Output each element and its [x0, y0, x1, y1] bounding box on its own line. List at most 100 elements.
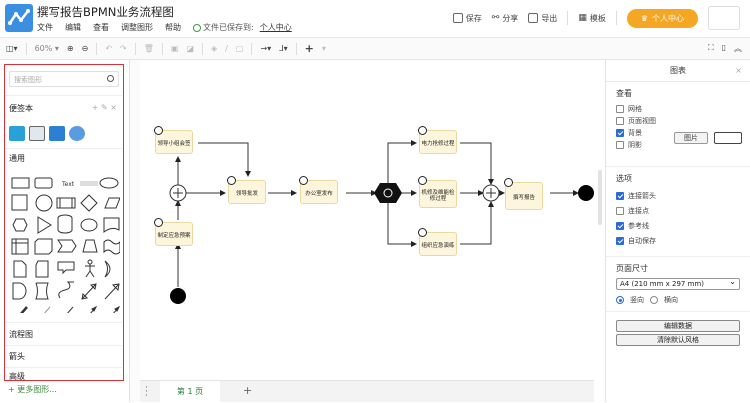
search-input[interactable]: 搜索图形 [9, 71, 119, 87]
delete-icon[interactable]: 🗑 [143, 44, 154, 53]
fill-color-icon[interactable]: ◈ [211, 44, 218, 53]
task-node[interactable]: 机修及维能检修过程 [418, 176, 457, 208]
checkbox[interactable] [616, 105, 624, 113]
end-event [578, 185, 594, 201]
menu-bar: 文件 编辑 查看 调整图形 帮助 文件已保存到: 个人中心 [37, 22, 292, 33]
server-icon[interactable] [49, 126, 65, 141]
toolbar-right: ⛶ ▯ ︽ [708, 43, 742, 54]
panel-splitter[interactable] [130, 60, 140, 402]
connection-points-checkbox[interactable]: 连接点 [616, 203, 740, 218]
task-node[interactable]: 制定应急预案 [154, 218, 193, 246]
checkbox[interactable] [616, 221, 624, 230]
landscape-radio[interactable] [650, 296, 658, 304]
network-icon[interactable] [69, 126, 85, 141]
more-vertical-icon[interactable]: ··· [145, 383, 148, 401]
template-button[interactable]: ▦模板 [578, 13, 606, 24]
background-color-button[interactable] [714, 132, 742, 144]
portrait-radio[interactable] [616, 296, 624, 304]
task-label: 制定应急预案 [157, 233, 191, 239]
add-icon[interactable]: + [91, 103, 99, 112]
line-color-icon[interactable]: ∕ [225, 44, 228, 53]
crown-icon: ♛ [640, 13, 648, 23]
avatar[interactable] [708, 6, 740, 30]
vip-button[interactable]: ♛个人中心 [626, 8, 698, 28]
close-icon[interactable]: × [735, 66, 742, 75]
shadow-checkbox[interactable]: 阴影 [616, 139, 740, 151]
orientation-radios: 竖向 横向 [616, 295, 740, 305]
task-label: 撰写报告 [512, 195, 535, 201]
task-node[interactable]: 领导批发 [227, 176, 266, 204]
menu-help[interactable]: 帮助 [165, 23, 181, 32]
format-panel-icon[interactable]: ▯ [721, 43, 726, 52]
top-actions: 保存 ⚯分享 导出 ▦模板 ♛个人中心 [452, 6, 740, 30]
edit-data-button[interactable]: 编辑数据 [616, 320, 740, 332]
document-title[interactable]: 撰写报告BPMN业务流程图 [37, 5, 174, 19]
save-location-link[interactable]: 个人中心 [259, 23, 292, 32]
task-node[interactable]: 领导小组会签 [154, 126, 193, 154]
checkbox[interactable] [616, 141, 624, 149]
collapse-icon[interactable]: ︽ [734, 44, 742, 53]
section-label: 流程图 [9, 330, 33, 339]
section-advanced[interactable]: 高级 [9, 371, 25, 382]
undo-icon[interactable]: ↶ [105, 44, 113, 53]
to-back-icon[interactable]: ◪ [186, 44, 195, 53]
edit-icon[interactable]: ✎ [101, 103, 108, 112]
checkbox[interactable] [616, 129, 624, 137]
computer-icon[interactable] [29, 126, 45, 141]
section-flowchart[interactable]: 流程图 [9, 329, 33, 340]
background-image-button[interactable]: 图片 [674, 132, 708, 144]
save-button[interactable]: 保存 [452, 13, 482, 24]
insert-dropdown-icon[interactable]: ▾ [321, 44, 326, 53]
shadow-icon[interactable]: ▢ [235, 44, 244, 53]
checkbox-label: 阴影 [628, 141, 642, 149]
zoom-in-icon[interactable]: ⊕ [66, 44, 74, 53]
section-arrows[interactable]: 箭头 [9, 351, 25, 362]
section-scratchpad[interactable]: 便签本 [9, 103, 33, 114]
page-size-select[interactable]: A4 (210 mm x 297 mm) [616, 277, 740, 290]
check-circle-icon [193, 23, 201, 32]
general-shapes-grid[interactable]: Text [10, 173, 120, 313]
section-general[interactable]: 通用 [9, 153, 25, 164]
zoom-out-icon[interactable]: ⊖ [81, 44, 89, 53]
export-button[interactable]: 导出 [528, 13, 557, 24]
diagram-canvas[interactable]: 领导小组会签 制定应急预案 领导批发 办公室发布 电力抢修过程 机修及维能检修过… [140, 60, 594, 380]
layout-icon[interactable]: ◫▾ [6, 44, 18, 53]
checkbox[interactable] [616, 206, 624, 215]
guides-checkbox[interactable]: 参考线 [616, 218, 740, 233]
background-checkbox[interactable]: 背景 [616, 127, 740, 139]
menu-arrange[interactable]: 调整图形 [121, 23, 153, 32]
task-node[interactable]: 电力抢修过程 [418, 126, 457, 154]
divider [251, 42, 253, 55]
menu-edit[interactable]: 编辑 [65, 23, 81, 32]
task-node[interactable]: 组织应急演练 [418, 228, 457, 256]
connection-arrows-checkbox[interactable]: 连接箭头 [616, 188, 740, 203]
tab-page-1[interactable]: 第 1 页 [160, 381, 220, 403]
grid-checkbox[interactable]: 网格 [616, 103, 740, 115]
close-icon[interactable]: × [110, 103, 117, 112]
task-node[interactable]: 办公室发布 [299, 176, 338, 204]
divider [5, 345, 122, 346]
menu-view[interactable]: 查看 [93, 23, 109, 32]
to-front-icon[interactable]: ▣ [170, 44, 179, 53]
menu-file[interactable]: 文件 [37, 23, 53, 32]
task-node[interactable]: 撰写报告 [504, 178, 543, 210]
add-page-button[interactable]: + [243, 384, 253, 397]
checkbox-label: 连接箭头 [628, 191, 656, 200]
autosave-checkbox[interactable]: 自动保存 [616, 233, 740, 248]
connector-icon[interactable]: →▾ [260, 44, 272, 53]
waypoint-icon[interactable]: ⅃▾ [279, 44, 288, 53]
checkbox[interactable] [616, 117, 624, 125]
checkbox[interactable] [616, 191, 624, 200]
canvas-scrollbar[interactable] [598, 170, 602, 225]
redo-icon[interactable]: ↷ [120, 44, 127, 53]
fullscreen-icon[interactable]: ⛶ [707, 43, 714, 52]
search-icon[interactable] [107, 75, 114, 82]
checkbox[interactable] [616, 236, 624, 245]
database-icon[interactable] [9, 126, 25, 141]
share-button[interactable]: ⚯分享 [492, 13, 519, 24]
page-view-checkbox[interactable]: 页面视图 [616, 115, 740, 127]
insert-icon[interactable]: + [304, 42, 314, 55]
clear-style-button[interactable]: 清除默认风格 [616, 334, 740, 346]
zoom-select[interactable]: 60% ▾ [34, 44, 59, 53]
more-shapes-link[interactable]: + 更多图形... [8, 385, 57, 394]
